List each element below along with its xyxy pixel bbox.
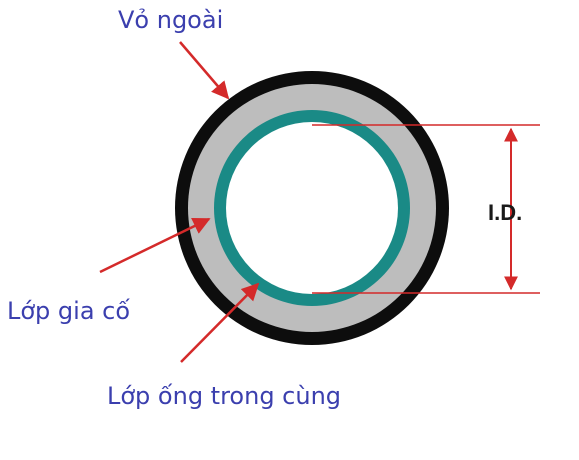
outer-shell-pointer-arrow bbox=[179, 41, 230, 100]
reinforcement-layer-label: Lớp gia cố bbox=[7, 297, 131, 325]
reinforcement-pointer-arrow bbox=[99, 217, 211, 274]
inner-tube-label: Lớp ống trong cùng bbox=[107, 382, 342, 410]
hose-bore bbox=[226, 122, 398, 294]
inner-tube-pointer-arrow bbox=[180, 282, 260, 363]
inner-diameter-label: I.D. bbox=[488, 200, 523, 225]
outer-shell-label: Vỏ ngoài bbox=[118, 6, 224, 34]
